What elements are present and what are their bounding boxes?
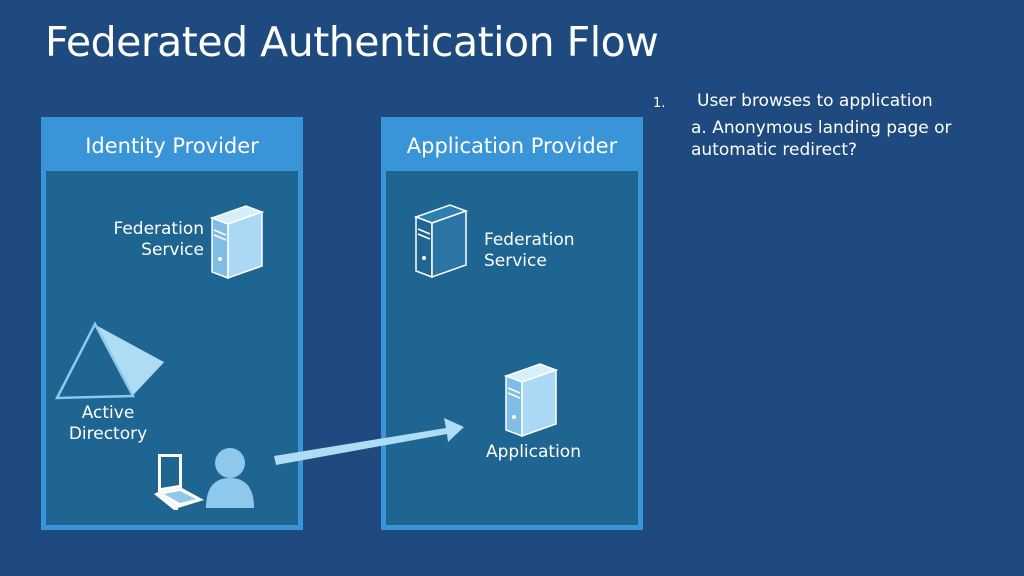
page-title: Federated Authentication Flow: [45, 18, 659, 66]
ap-federation-label-line1: Federation: [484, 230, 575, 250]
user-icon: [206, 448, 254, 508]
active-directory-icon: [54, 321, 166, 400]
ap-federation-server-icon: [413, 204, 469, 279]
active-directory-label-line1: Active: [81, 403, 135, 423]
application-provider-header: Application Provider: [406, 134, 618, 158]
ap-federation-label-line2: Service: [484, 251, 547, 271]
identity-provider-header: Identity Provider: [85, 134, 259, 158]
application-server-icon: [503, 363, 559, 438]
idp-federation-service-label: Federation Service: [108, 219, 204, 261]
application-provider-panel: Application Provider: [381, 117, 643, 530]
active-directory-label: Active Directory: [58, 403, 158, 445]
step-1-text: User browses to application: [697, 91, 933, 111]
flow-arrow: [274, 418, 464, 465]
step-1-number: 1.: [653, 96, 666, 111]
identity-provider-panel: Identity Provider: [41, 117, 303, 530]
application-label: Application: [486, 442, 581, 462]
idp-federation-label-line2: Service: [141, 240, 204, 260]
active-directory-label-line2: Directory: [68, 424, 148, 444]
idp-federation-label-line1: Federation: [113, 219, 204, 239]
step-1-subtext: a. Anonymous landing page or automatic r…: [691, 118, 952, 160]
idp-server-icon: [209, 205, 265, 280]
laptop-icon: [154, 454, 204, 510]
ap-federation-service-label: Federation Service: [484, 230, 575, 272]
